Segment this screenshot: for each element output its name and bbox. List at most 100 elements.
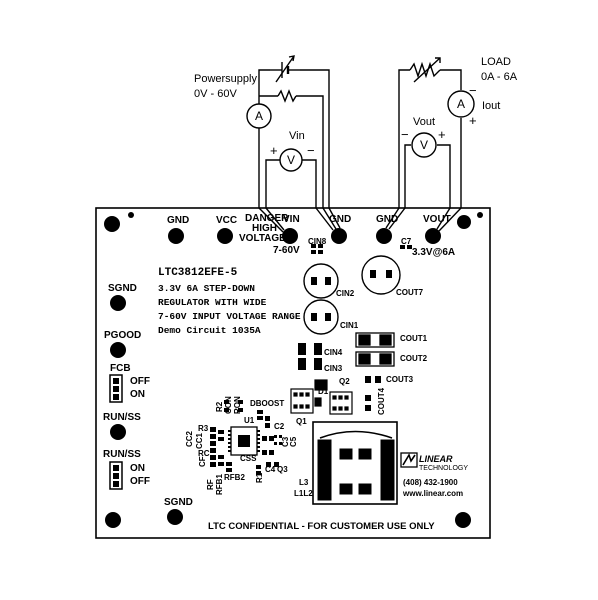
electrolytic-caps (303, 255, 401, 335)
meters (246, 90, 475, 172)
linear-logo-mark (400, 452, 418, 468)
vin-label: Vin (289, 130, 305, 142)
refdes-ron: RON (233, 396, 242, 414)
mosfets (290, 379, 353, 415)
refdes-cout2: COUT2 (400, 354, 428, 363)
refdes-r1: R1 (255, 472, 264, 483)
vin-range: 7-60V (273, 245, 300, 256)
voltmeter-in-symbol: V (287, 153, 296, 167)
vin-minus: − (307, 143, 315, 158)
danger-label-1: DANGER (245, 213, 289, 224)
refdes-cc2: CC2 (185, 430, 194, 447)
company-name: LINEAR (419, 454, 453, 464)
refdes-q3: Q3 (277, 465, 288, 474)
fcb-off: OFF (130, 376, 150, 387)
vout-minus: − (401, 127, 409, 142)
gnd-terminal-1: GND (167, 215, 190, 226)
refdes-cin8: CIN8 (308, 237, 327, 246)
refdes-c2: C2 (274, 422, 285, 431)
fcb-on: ON (130, 389, 145, 400)
refdes-cout4: COUT4 (377, 387, 386, 415)
powersupply-label: Powersupply (194, 73, 257, 85)
refdes-rc: RC (198, 449, 210, 458)
fcb-label: FCB (110, 363, 131, 374)
gnd-terminal-3: GND (376, 214, 399, 225)
iout-plus: + (469, 113, 477, 128)
refdes-cc1: CC1 (195, 432, 204, 449)
ammeter-in (246, 103, 272, 129)
refdes-r2: R2 (215, 401, 224, 412)
voltmeter-in (279, 148, 303, 172)
refdes-c7: C7 (401, 237, 412, 246)
danger-label-3: VOLTAGE (239, 233, 286, 244)
cout-caps (355, 332, 395, 367)
refdes-cin4: CIN4 (324, 348, 343, 357)
load-resistor-symbol (409, 57, 441, 83)
ammeter-in-symbol: A (255, 109, 264, 123)
company-web: www.linear.com (403, 489, 464, 498)
vout-plus: + (438, 127, 446, 142)
turret-terminals (110, 228, 441, 525)
refdes-q2: Q2 (339, 377, 350, 386)
cin-ceramics (298, 343, 322, 370)
vout-rating: 3.3V@6A (412, 247, 456, 258)
vcc-terminal: VCC (216, 215, 238, 226)
refdes-rf: RF (206, 479, 215, 490)
controller-area (210, 400, 282, 475)
voltmeter-out (411, 132, 437, 158)
voltmeter-out-symbol: V (420, 138, 429, 152)
refdes-cin3: CIN3 (324, 364, 343, 373)
company-phone: (408) 432-1900 (403, 478, 458, 487)
refdes-css: CSS (240, 454, 257, 463)
ammeter-out-symbol: A (457, 97, 466, 111)
gnd-terminal-2: GND (329, 214, 352, 225)
title-line-2: REGULATOR WITH WIDE (158, 297, 267, 308)
refdes-q1: Q1 (296, 417, 307, 426)
refdes-cout7: COUT7 (396, 288, 424, 297)
inductor (312, 421, 398, 505)
refdes-r3: R3 (198, 424, 209, 433)
refdes-rfb2: RFB2 (224, 473, 245, 482)
refdes-cout3: COUT3 (386, 375, 414, 384)
load-label: LOAD (481, 56, 511, 68)
confidential-footer: LTC CONFIDENTIAL - FOR CUSTOMER USE ONLY (208, 521, 435, 532)
mounting-holes (104, 215, 471, 528)
iout-minus: − (469, 83, 477, 98)
sgnd-terminal-2: SGND (164, 497, 193, 508)
vout-label: Vout (413, 116, 436, 128)
run-on: ON (130, 463, 145, 474)
small-holes (128, 212, 483, 218)
refdes-c4: C4 (265, 465, 276, 474)
refdes-cin1: CIN1 (340, 321, 359, 330)
company-subname: TECHNOLOGY (419, 465, 469, 472)
part-number: LTC3812EFE-5 (158, 267, 238, 279)
u1-ic (228, 426, 260, 456)
powersupply-range: 0V - 60V (194, 88, 237, 100)
run-ss-terminal: RUN/SS (103, 412, 141, 423)
vout-terminal: VOUT (423, 214, 451, 225)
title-line-1: 3.3V 6A STEP-DOWN (158, 283, 255, 294)
refdes-dboost: DBOOST (250, 399, 285, 408)
run-ss-label: RUN/SS (103, 449, 141, 460)
vin-terminal: VIN (283, 214, 300, 225)
bench-wiring (258, 69, 462, 208)
power-supply-symbol (270, 55, 300, 103)
refdes-con: CON (224, 396, 233, 414)
title-line-4: Demo Circuit 1035A (158, 325, 261, 336)
refdes-cout1: COUT1 (400, 334, 428, 343)
refdes-rfb1: RFB1 (215, 474, 224, 495)
run-jumper (109, 461, 123, 490)
refdes-l1l2: L1L2 (294, 489, 313, 498)
load-range: 0A - 6A (481, 71, 518, 83)
sgnd-terminal-1: SGND (108, 283, 137, 294)
run-off: OFF (130, 476, 150, 487)
refdes-u1: U1 (244, 416, 255, 425)
refdes-d1: D1 (318, 387, 329, 396)
danger-label-2: HIGH (252, 223, 277, 234)
refdes-cf: CF (198, 456, 207, 467)
refdes-l3: L3 (299, 478, 309, 487)
ammeter-out (447, 90, 475, 118)
pcb-outline (95, 207, 491, 539)
